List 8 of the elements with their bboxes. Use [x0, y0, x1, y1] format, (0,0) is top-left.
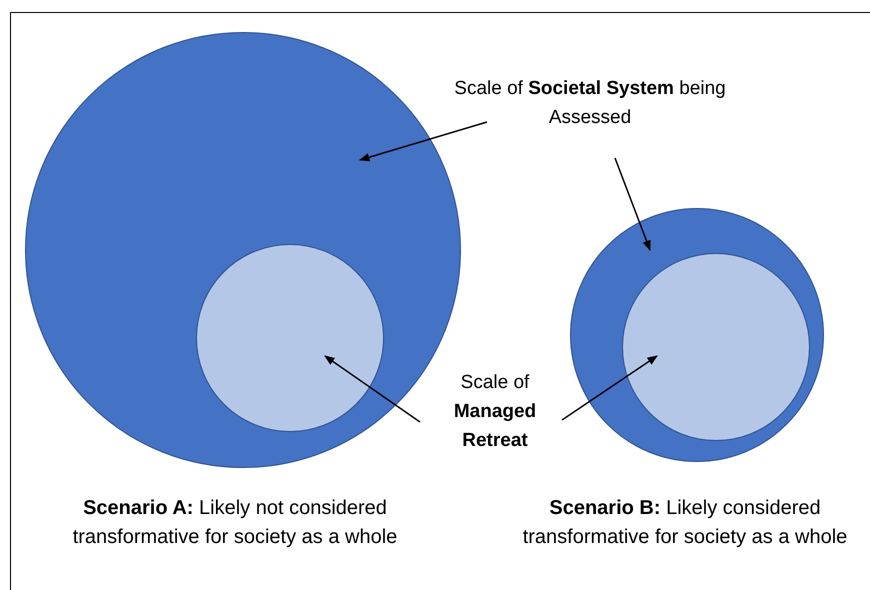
scale-label: Scale of Societal System being Assessed — [430, 74, 750, 132]
leader-arrow — [614, 158, 651, 251]
leader-arrow — [562, 355, 658, 421]
scenario-caption: Scenario B: Likely considered transformative for society as a whole — [522, 496, 848, 550]
scenario-caption: Scenario A: Likely not considered transformative for society as a whole — [72, 496, 398, 550]
scale-label: Scale of Managed Retreat — [430, 368, 560, 455]
leader-arrow — [359, 121, 488, 162]
leader-arrow — [324, 355, 420, 423]
